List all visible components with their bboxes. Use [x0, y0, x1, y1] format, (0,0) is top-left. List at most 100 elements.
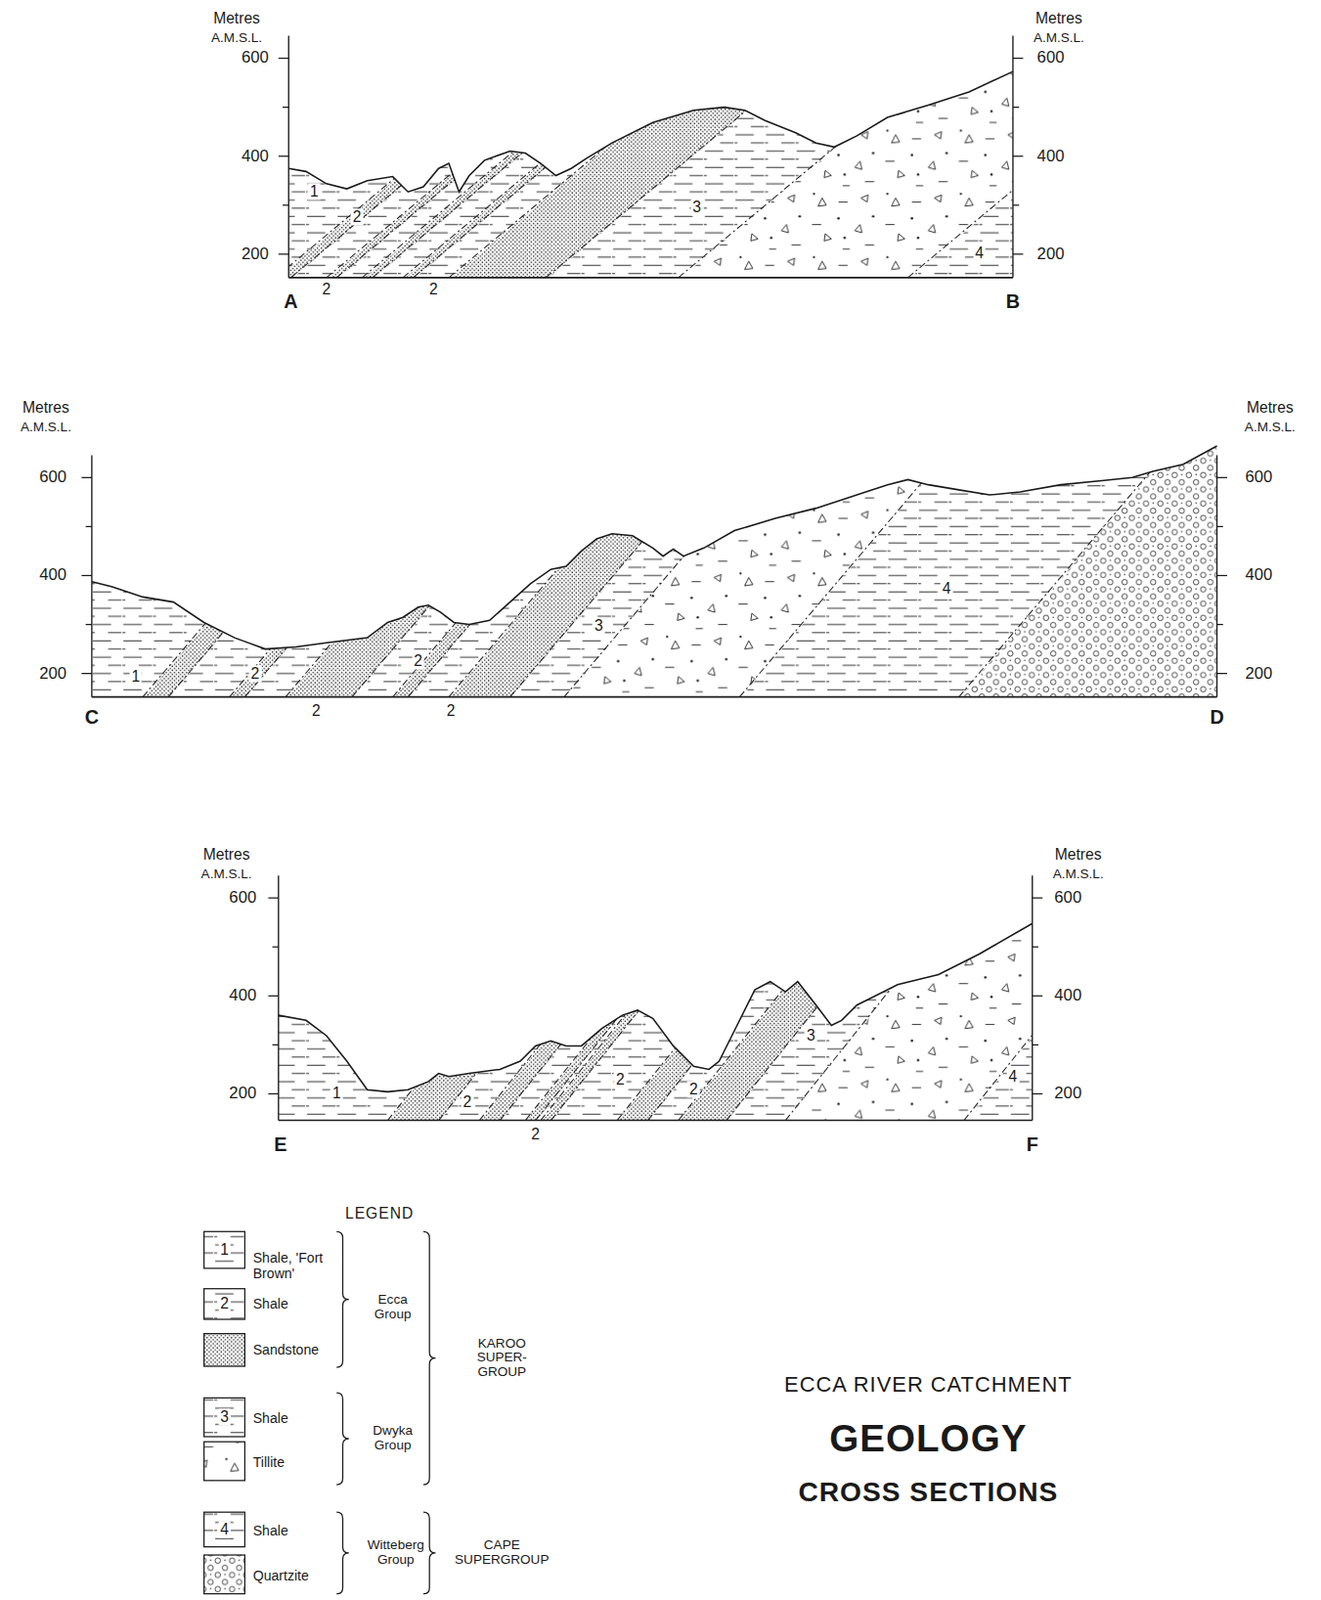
geologic-contact [959, 267, 1321, 697]
axis-tick [1012, 204, 1019, 206]
group-brace [423, 1231, 437, 1485]
elevation-value: 400 [228, 986, 257, 1005]
geologic-contact [479, 691, 823, 1120]
unit-number: 2 [319, 281, 333, 299]
legend-heading: LEGEND [345, 1205, 414, 1223]
axis-tick [282, 106, 289, 108]
axis-title: Metres [213, 9, 261, 27]
axis-tick [1032, 897, 1043, 899]
elevation-value: 200 [1054, 1084, 1082, 1102]
legend-text: Tillite [253, 1453, 285, 1470]
axis-tick [278, 155, 289, 157]
section-end-letter: A [283, 291, 298, 313]
legend-text: Shale [253, 1522, 289, 1539]
unit-number: 2 [444, 703, 458, 720]
unit-number: 2 [411, 652, 425, 669]
legend-text: Shale [253, 1409, 289, 1426]
axis-unit: A.M.S.L. [211, 30, 263, 45]
geologic-contact [510, 267, 875, 697]
axis-tick [81, 477, 91, 479]
rock-unit [785, 691, 1307, 1122]
geologic-contact [726, 691, 1070, 1120]
elevation-value: 200 [39, 663, 67, 682]
unit-number: 4 [1007, 1067, 1020, 1085]
axis-tick [1012, 57, 1023, 59]
unit-number: 1 [129, 667, 142, 685]
axis-title: Metres [1035, 9, 1083, 27]
unit-number: 3 [804, 1026, 818, 1044]
geologic-contact [326, 0, 841, 278]
axis-unit: A.M.S.L. [1053, 867, 1104, 882]
unit-number: 2 [460, 1093, 474, 1110]
unit-number: 4 [972, 244, 986, 262]
geologic-contact [678, 0, 1193, 278]
elevation-value: 400 [1037, 146, 1065, 165]
elevation-value: 400 [39, 566, 67, 584]
group-brace [336, 1231, 350, 1367]
elevation-value: 600 [241, 48, 269, 67]
group-name: Ecca Group [367, 1293, 419, 1323]
ground-profile [288, 71, 1013, 192]
supergroup-name: KAROO SUPER-GROUP [464, 1335, 540, 1380]
elevation-axis [1031, 875, 1033, 1120]
unit-number: 2 [528, 1125, 542, 1143]
unit-number: 2 [309, 703, 323, 720]
geologic-contact [244, 267, 609, 697]
elevation-value: 600 [228, 888, 257, 907]
unit-number: 2 [614, 1070, 627, 1088]
geologic-contact [616, 691, 961, 1120]
group-brace [423, 1511, 437, 1593]
axis-title: Metres [1055, 846, 1102, 864]
unit-number: 1 [308, 183, 321, 201]
geologic-contact [285, 267, 650, 697]
legend-swatch [204, 1441, 246, 1481]
geologic-contact [647, 691, 991, 1120]
unit-number: 1 [218, 1240, 231, 1258]
rock-unit [907, 0, 1321, 280]
section-end-letter: E [273, 1134, 287, 1156]
geologic-contact [540, 691, 884, 1120]
axis-tick [1012, 253, 1023, 255]
unit-number: 3 [218, 1408, 231, 1425]
rock-unit [959, 267, 1321, 699]
axis-tick [86, 526, 92, 528]
elevation-value: 200 [1244, 663, 1273, 682]
unit-number: 1 [330, 1085, 344, 1102]
elevation-value: 400 [1244, 566, 1273, 584]
axis-tick [86, 623, 92, 625]
axis-tick [1012, 155, 1023, 157]
legend-swatch [204, 1397, 246, 1437]
elevation-value: 600 [39, 468, 67, 486]
section-base [288, 276, 1013, 279]
axis-title: Metres [22, 399, 70, 417]
cross-section [0, 267, 1321, 699]
axis-tick [272, 946, 279, 948]
legend-swatch [204, 1231, 246, 1269]
unit-number: 2 [351, 209, 364, 226]
group-name: Dwyka Group [367, 1423, 419, 1454]
legend-swatch [204, 1288, 246, 1320]
geologic-contact [535, 691, 880, 1120]
map-subtitle: CROSS SECTIONS [797, 1476, 1058, 1507]
legend-swatch [204, 1333, 246, 1366]
rock-unit [964, 691, 1321, 1122]
axis-title: Metres [203, 846, 251, 864]
section-end-letter: F [1026, 1134, 1039, 1156]
catchment-title: ECCA RIVER CATCHMENT [784, 1372, 1072, 1397]
axis-tick [282, 204, 289, 206]
axis-tick [1217, 672, 1228, 674]
geologic-contact [448, 0, 964, 278]
cross-section [0, 0, 1321, 280]
unit-number: 2 [248, 664, 262, 682]
axis-unit: A.M.S.L. [20, 420, 72, 436]
section-end-letter: C [85, 707, 99, 730]
axis-tick [267, 897, 278, 899]
axis-tick [267, 1093, 278, 1095]
elevation-value: 400 [1054, 986, 1082, 1005]
geologic-contact [393, 267, 757, 697]
axis-tick [81, 574, 91, 576]
elevation-value: 600 [1244, 468, 1273, 486]
elevation-value: 600 [1054, 888, 1082, 907]
geologic-contact [525, 691, 869, 1120]
